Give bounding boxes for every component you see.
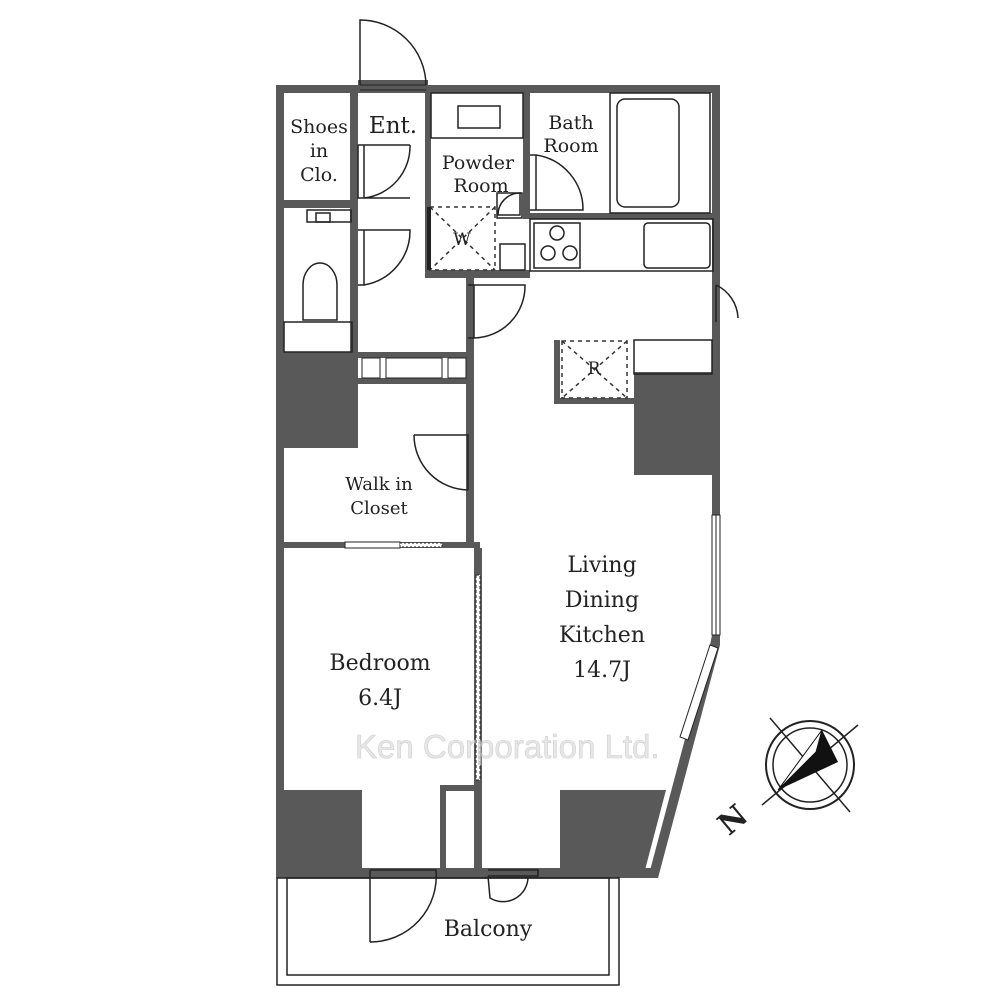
bath-room-label: Bath bbox=[548, 112, 593, 134]
watermark: Ken Corporation Ltd. bbox=[355, 728, 660, 765]
powder-room-label: Powder bbox=[442, 152, 515, 174]
toilet bbox=[302, 262, 338, 321]
stove bbox=[533, 222, 581, 269]
bedroom-label: Bedroom bbox=[329, 651, 430, 676]
doors[interactable] bbox=[357, 19, 739, 943]
walk-in-closet-label-2: Closet bbox=[350, 498, 408, 519]
fridge-label: R bbox=[588, 359, 602, 379]
sink bbox=[457, 105, 501, 129]
ldk-label: Living bbox=[567, 553, 636, 578]
entrance-label: Ent. bbox=[369, 113, 417, 139]
kitchen-sink bbox=[643, 222, 711, 269]
powder-room-label-2: Room bbox=[453, 175, 508, 197]
compass-icon: N bbox=[712, 717, 859, 843]
balcony bbox=[276, 877, 620, 986]
bathtub bbox=[616, 98, 680, 208]
ldk-label-2: Dining bbox=[565, 588, 639, 613]
fixtures bbox=[283, 92, 714, 399]
ldk-size: 14.7J bbox=[573, 658, 631, 683]
windows bbox=[344, 84, 721, 781]
structural-columns bbox=[284, 358, 714, 870]
bedroom-size: 6.4J bbox=[358, 686, 402, 711]
walk-in-closet-label: Walk in bbox=[345, 474, 413, 495]
balcony-label: Balcony bbox=[444, 917, 533, 942]
shoes-closet-label-3: Clo. bbox=[300, 164, 338, 186]
shoes-closet-label-2: in bbox=[310, 140, 328, 162]
shoes-closet-label: Shoes bbox=[290, 116, 348, 138]
ldk-label-3: Kitchen bbox=[559, 623, 645, 648]
washer-label: W bbox=[453, 230, 471, 250]
north-label: N bbox=[712, 798, 756, 842]
fridge-space bbox=[561, 340, 628, 399]
room-labels: Shoes in Clo. Ent. Powder Room Bath Room… bbox=[290, 112, 645, 942]
bath-room-label-2: Room bbox=[543, 135, 598, 157]
